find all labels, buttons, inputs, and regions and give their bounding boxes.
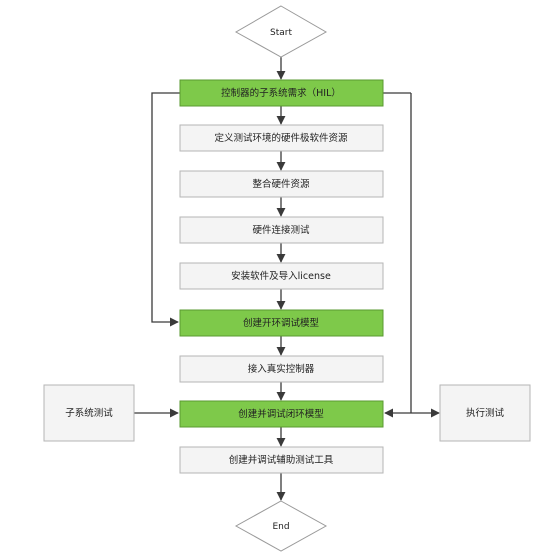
step-integrate-hardware-label: 整合硬件资源 xyxy=(252,178,310,190)
step-open-loop-model-label: 创建开环调试模型 xyxy=(243,317,320,329)
step-aux-test-tools: 创建并调试辅助测试工具 xyxy=(179,446,384,474)
step-connect-controller: 接入真实控制器 xyxy=(179,355,384,383)
step-closed-loop-model: 创建并调试闭环模型 xyxy=(179,400,384,428)
side-execute-test-box xyxy=(439,384,531,442)
side-execute-test: 执行测试 xyxy=(439,384,531,442)
step-install-software-label: 安装软件及导入license xyxy=(231,270,331,282)
step-closed-loop-model-label: 创建并调试闭环模型 xyxy=(238,408,324,420)
connectors xyxy=(134,57,440,501)
step-requirements-box xyxy=(179,79,384,107)
step-define-resources-label: 定义测试环境的硬件极软件资源 xyxy=(214,132,348,144)
step-requirements: 控制器的子系统需求（HIL） xyxy=(179,79,384,107)
step-integrate-hardware-box xyxy=(179,170,384,198)
side-execute-test-label: 执行测试 xyxy=(466,407,505,419)
end-diamond xyxy=(234,500,328,552)
start-diamond xyxy=(234,5,328,58)
loop-left-step1-to-step6 xyxy=(151,92,180,327)
side-subsystem-test-label: 子系统测试 xyxy=(65,407,113,419)
step-integrate-hardware: 整合硬件资源 xyxy=(179,170,384,198)
step-connect-controller-label: 接入真实控制器 xyxy=(248,363,315,375)
step-aux-test-tools-box xyxy=(179,446,384,474)
step-closed-loop-model-box xyxy=(179,400,384,428)
end-label: End xyxy=(272,522,289,532)
start-node: Start xyxy=(234,5,328,58)
step-connect-controller-box xyxy=(179,355,384,383)
step-define-resources-box xyxy=(179,124,384,152)
step-install-software-box xyxy=(179,262,384,290)
side-subsystem-test-box xyxy=(43,384,135,442)
step-requirements-label: 控制器的子系统需求（HIL） xyxy=(221,87,341,99)
step-install-software: 安装软件及导入license xyxy=(179,262,384,290)
step-define-resources: 定义测试环境的硬件极软件资源 xyxy=(179,124,384,152)
start-label: Start xyxy=(270,28,292,38)
step-open-loop-model-box xyxy=(179,309,384,337)
step-open-loop-model: 创建开环调试模型 xyxy=(179,309,384,337)
step-aux-test-tools-label: 创建并调试辅助测试工具 xyxy=(229,454,334,466)
end-node: End xyxy=(234,500,328,552)
step-hardware-test-box xyxy=(179,216,384,244)
step-hardware-test-label: 硬件连接测试 xyxy=(252,224,310,236)
step-hardware-test: 硬件连接测试 xyxy=(179,216,384,244)
side-subsystem-test: 子系统测试 xyxy=(43,384,135,442)
